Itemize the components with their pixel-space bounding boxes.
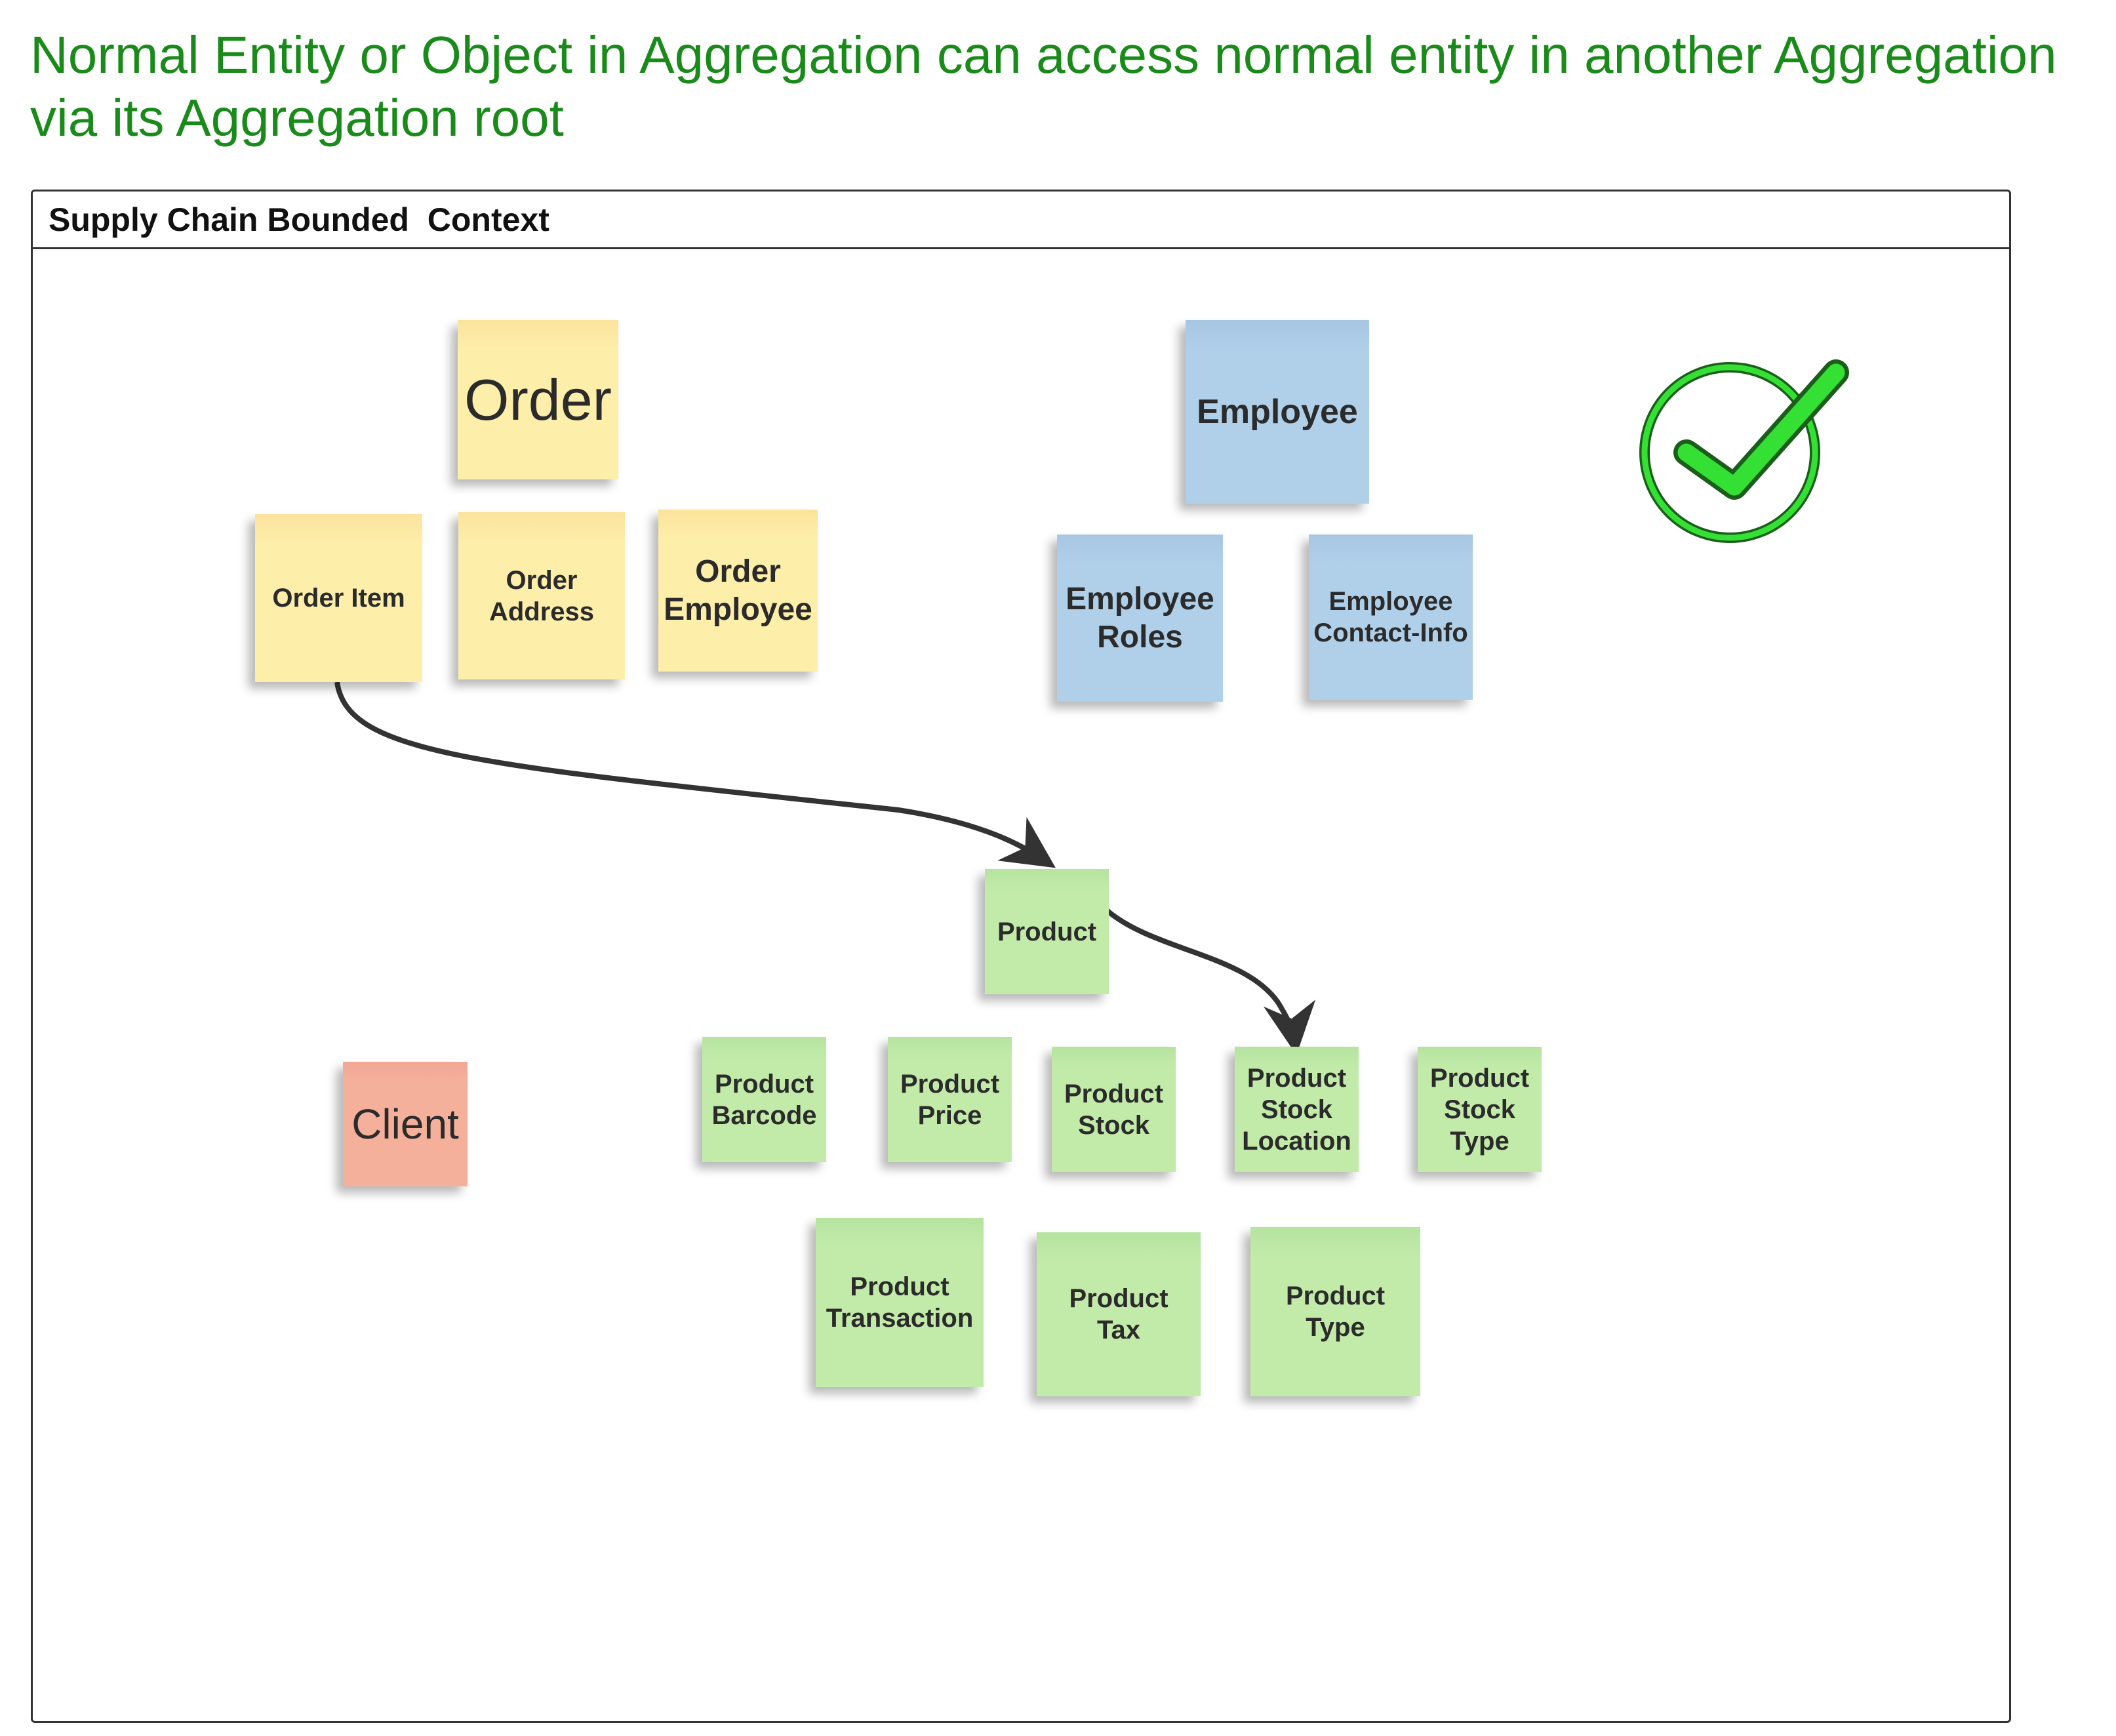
sticky-label: Order Employee <box>664 554 812 627</box>
sticky-label: Order <box>464 367 612 432</box>
sticky-label: Product Price <box>900 1069 1000 1130</box>
sticky-order-address[interactable]: Order Address <box>458 512 625 679</box>
sticky-label: Product Transaction <box>826 1272 974 1333</box>
sticky-product-stock-location[interactable]: Product Stock Location <box>1235 1047 1359 1172</box>
sticky-product-stock-type[interactable]: Product Stock Type <box>1418 1047 1542 1172</box>
sticky-label: Client <box>351 1100 459 1148</box>
sticky-employee-roles[interactable]: Employee Roles <box>1057 535 1223 702</box>
sticky-product-tax[interactable]: Product Tax <box>1037 1232 1201 1396</box>
bounded-context-label: Supply Chain Bounded Context <box>49 201 549 238</box>
sticky-label: Order Address <box>489 565 595 626</box>
sticky-product-price[interactable]: Product Price <box>888 1037 1012 1162</box>
sticky-label: Employee Roles <box>1066 581 1214 655</box>
sticky-label: Product Stock <box>1064 1079 1164 1140</box>
sticky-label: Product Stock Type <box>1429 1063 1530 1156</box>
sticky-label: Order Item <box>272 584 405 613</box>
sticky-order-item[interactable]: Order Item <box>255 514 422 682</box>
sticky-product-type[interactable]: Product Type <box>1250 1227 1420 1396</box>
sticky-product-root[interactable]: Product <box>985 869 1109 994</box>
sticky-label: Product Barcode <box>711 1069 817 1130</box>
connector-order-item-to-product <box>334 681 1056 868</box>
sticky-product-transaction[interactable]: Product Transaction <box>816 1218 984 1387</box>
sticky-label: Employee Contact-Info <box>1313 587 1468 647</box>
sticky-label: Product Tax <box>1069 1284 1168 1344</box>
connector-product-to-stock-location <box>1105 908 1316 1055</box>
sticky-product-barcode[interactable]: Product Barcode <box>702 1037 826 1162</box>
check-circle-icon <box>1639 359 1849 543</box>
sticky-order-root[interactable]: Order <box>458 320 618 479</box>
sticky-employee-root[interactable]: Employee <box>1186 320 1369 504</box>
sticky-label: Employee <box>1197 392 1358 431</box>
sticky-client[interactable]: Client <box>343 1062 468 1186</box>
sticky-product-stock[interactable]: Product Stock <box>1052 1047 1176 1172</box>
sticky-employee-contact-info[interactable]: Employee Contact-Info <box>1309 535 1473 700</box>
sticky-label: Product Stock Location <box>1242 1063 1351 1156</box>
bounded-context-frame: Supply Chain Bounded Context <box>31 190 2011 1723</box>
bounded-context-header: Supply Chain Bounded Context <box>33 192 2009 249</box>
sticky-label: Product <box>997 917 1097 946</box>
diagram-title: Normal Entity or Object in Aggregation c… <box>30 26 2057 147</box>
sticky-order-employee[interactable]: Order Employee <box>658 510 818 672</box>
sticky-label: Product Type <box>1285 1282 1386 1342</box>
